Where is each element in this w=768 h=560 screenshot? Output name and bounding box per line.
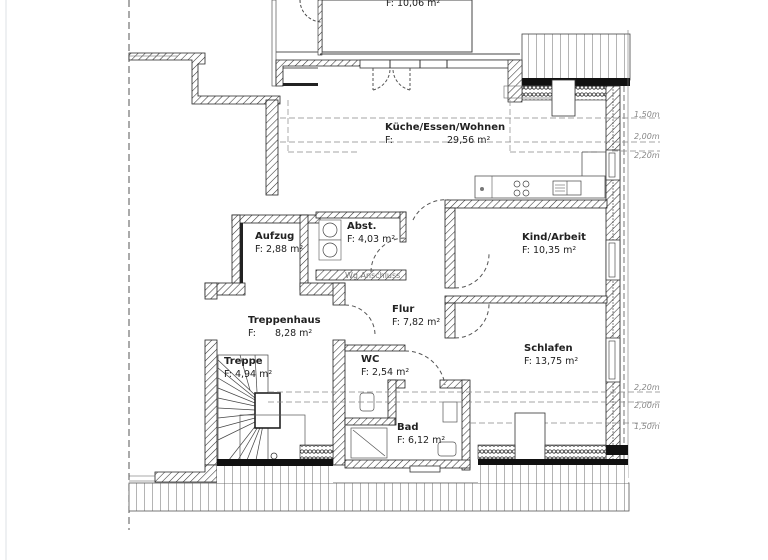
height-marker-top-1: 1,50m bbox=[634, 110, 660, 119]
treppenhaus-room-name: Treppenhaus bbox=[248, 315, 321, 326]
abst-area: F: 4,03 m² bbox=[347, 234, 396, 245]
height-marker-bottom-2: 2,00m bbox=[634, 401, 660, 410]
page-edge bbox=[5, 0, 7, 560]
kind-room-name: Kind/Arbeit bbox=[522, 232, 586, 243]
height-marker-top-3: 2,20m bbox=[634, 151, 660, 160]
kueche-area: 29,56 m² bbox=[447, 135, 491, 146]
treppe-area: F: 4,94 m² bbox=[224, 369, 273, 380]
height-marker-top-2: 2,00m bbox=[634, 132, 660, 141]
wc-area: F: 2,54 m² bbox=[361, 367, 410, 378]
kueche-room-name: Küche/Essen/Wohnen bbox=[385, 122, 506, 133]
schlafen-area: F: 13,75 m² bbox=[524, 356, 579, 367]
abst-room-name: Abst. bbox=[347, 221, 377, 232]
height-marker-bottom-1: 2,20m bbox=[634, 383, 660, 392]
aufzug-area: F: 2,88 m² bbox=[255, 244, 304, 255]
height-marker-bottom-3: 1,50m bbox=[634, 422, 660, 431]
flur-room-name: Flur bbox=[392, 304, 415, 315]
aufzug-room-name: Aufzug bbox=[255, 231, 295, 242]
treppenhaus-area: 8,28 m² bbox=[275, 328, 313, 339]
kind-area: F: 10,35 m² bbox=[522, 245, 577, 256]
bad-area: F: 6,12 m² bbox=[397, 435, 446, 446]
anschluss-note: Wg Anschluss bbox=[345, 271, 401, 280]
kueche-area-prefix: F: bbox=[385, 135, 393, 146]
treppe-room-name: Treppe bbox=[224, 356, 263, 367]
top-room-area: F: 10,06 m² bbox=[386, 0, 441, 9]
flur-area: F: 7,82 m² bbox=[392, 317, 441, 328]
bad-room-name: Bad bbox=[397, 422, 419, 433]
schlafen-room-name: Schlafen bbox=[524, 343, 573, 354]
wc-room-name: WC bbox=[361, 354, 380, 365]
treppenhaus-area-prefix: F: bbox=[248, 328, 256, 339]
